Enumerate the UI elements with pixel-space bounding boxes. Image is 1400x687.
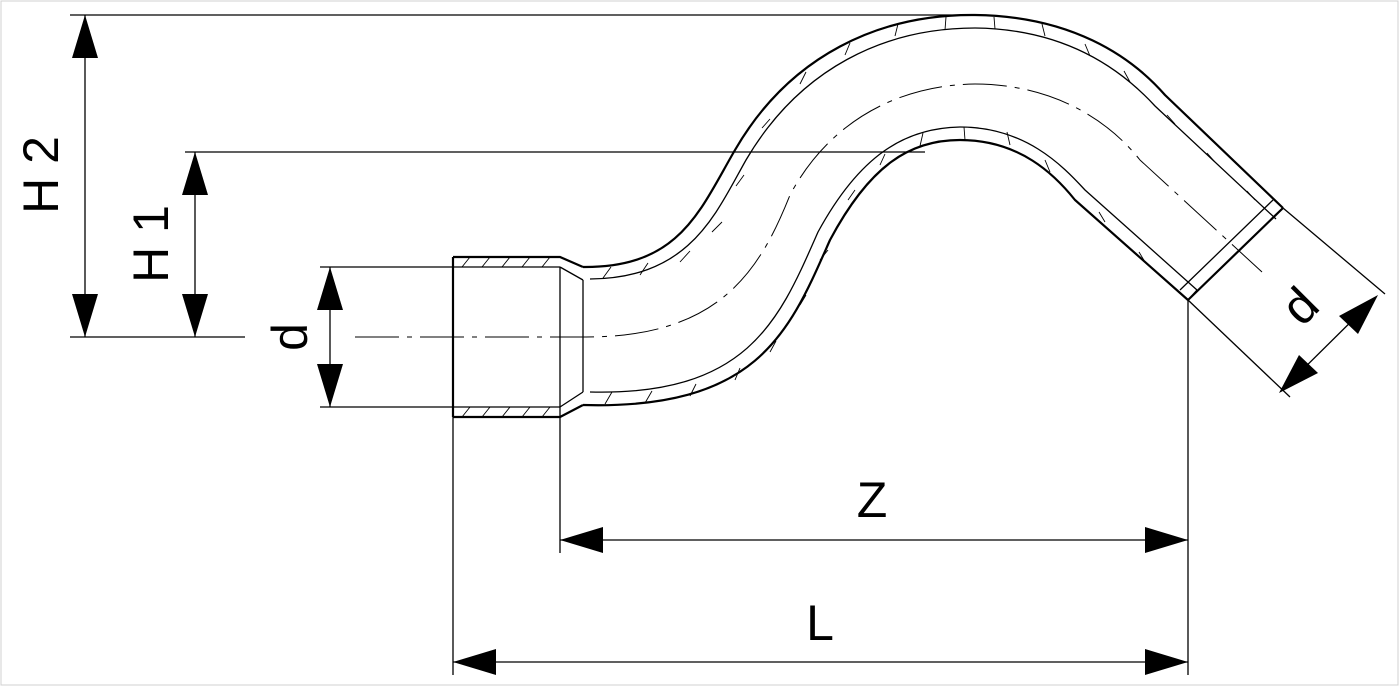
- inner-wall-inner-line: [589, 126, 1198, 393]
- pipe-center-axis: [355, 83, 1263, 338]
- dimension-h2: [72, 15, 98, 337]
- pipe-fitting: [355, 13, 1284, 419]
- label-z: Z: [857, 472, 888, 528]
- extension-lines: [70, 14, 1386, 675]
- outer-wall-outline: [582, 13, 1284, 269]
- spigot-end: [1179, 199, 1284, 301]
- label-h1: H 1: [123, 205, 179, 283]
- dimension-d-right: [1279, 295, 1378, 393]
- label-l: L: [806, 595, 834, 651]
- dimension-d-left: [317, 267, 343, 407]
- label-d-left: d: [262, 323, 318, 351]
- outer-wall-inner-line: [589, 27, 1277, 280]
- dimension-h1: [182, 152, 208, 337]
- inner-wall-outline: [582, 138, 1189, 407]
- socket-end: [451, 255, 584, 419]
- label-h2: H 2: [13, 136, 69, 214]
- dimension-z: [560, 527, 1188, 553]
- label-d-right: d: [1270, 276, 1329, 335]
- dimension-l: [453, 649, 1188, 675]
